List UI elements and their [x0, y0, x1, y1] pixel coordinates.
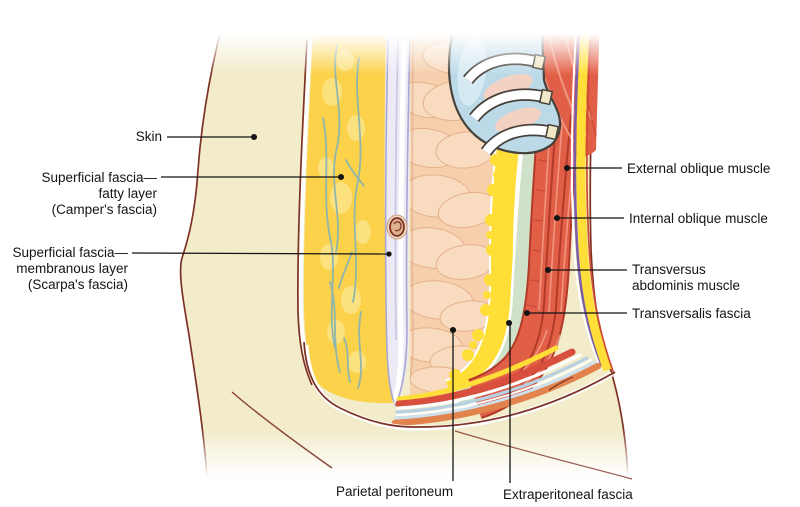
layer-sweep-bottom — [391, 345, 602, 427]
label-external-oblique: External oblique muscle — [627, 161, 771, 176]
fatty-layer-camper — [297, 36, 396, 403]
pointer-fatty-layer — [161, 173, 345, 181]
label-transversalis: Transversalis fascia — [632, 306, 751, 321]
label-transversus: Transversus abdominis muscle — [632, 262, 741, 293]
label-extraperitoneal-fascia: Extraperitoneal fascia — [503, 487, 633, 502]
label-superficial-membranous: Superficial fascia— membranous layer (Sc… — [12, 245, 128, 292]
cut-window-bottom-edge — [303, 341, 616, 431]
umbilicus — [386, 214, 408, 240]
pointer-extraperitoneal — [505, 319, 513, 483]
pointer-skin — [167, 133, 258, 141]
pointer-lines — [131, 133, 627, 483]
label-internal-oblique: Internal oblique muscle — [629, 211, 768, 226]
outer-layer-stack — [570, 13, 615, 375]
label-parietal-peritoneum: Parietal peritoneum — [336, 484, 454, 499]
label-superficial-fatty: Superficial fascia— fatty layer (Camper'… — [41, 170, 157, 217]
label-skin: Skin — [135, 129, 162, 144]
groin-creases — [231, 376, 633, 480]
subcutaneous-vessels — [322, 45, 365, 389]
bottom-fade — [0, 428, 800, 507]
pointer-parietal — [449, 326, 457, 481]
pointer-transversus — [544, 266, 627, 274]
pointer-external-oblique — [563, 164, 622, 172]
top-fade — [0, 0, 800, 75]
skin-cut-edge — [297, 39, 313, 386]
pointer-transversalis — [523, 309, 627, 317]
pointer-membranous-layer — [131, 251, 392, 257]
pointer-internal-oblique — [553, 214, 624, 222]
